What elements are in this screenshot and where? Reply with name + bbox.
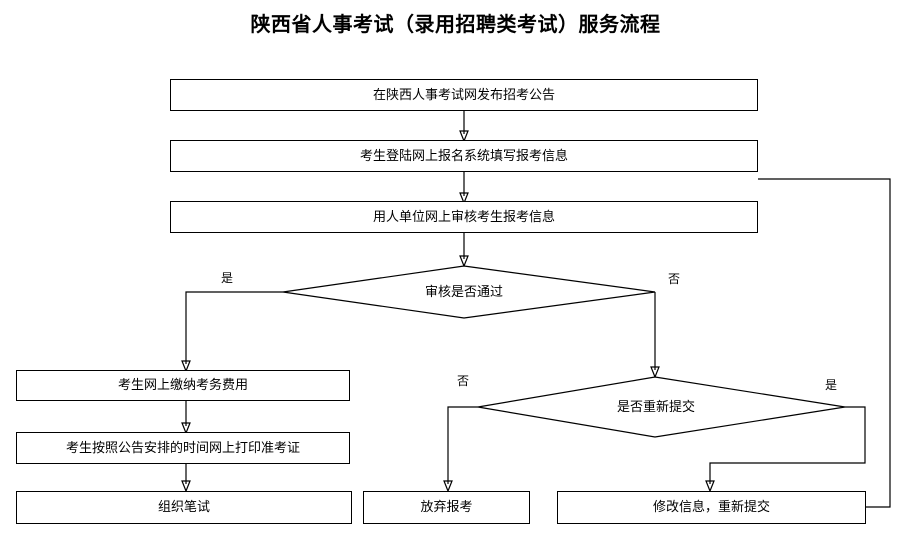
node-modify-resubmit[interactable]: 修改信息，重新提交 <box>557 491 866 524</box>
decision-review-passed-shape <box>282 265 656 319</box>
decision-resubmit-label: 是否重新提交 <box>616 399 695 415</box>
arrowhead-decision1-no <box>650 366 660 379</box>
edge-decision2-yes-to-modify <box>709 406 866 484</box>
arrowhead-print-to-exam <box>181 480 191 493</box>
node-modify-resubmit-label: 修改信息，重新提交 <box>652 500 770 515</box>
arrowhead-decision1-yes <box>181 360 191 373</box>
branch-label-resubmit-no: 否 <box>457 374 470 388</box>
arrowhead-payfee-to-print <box>181 422 191 435</box>
decision-resubmit-shape <box>477 376 846 438</box>
branch-label-review-yes: 是 <box>221 271 234 285</box>
arrowhead-decision2-yes <box>705 480 715 493</box>
node-pay-fee[interactable]: 考生网上缴纳考务费用 <box>16 370 350 401</box>
node-abandon-application[interactable]: 放弃报考 <box>363 491 530 524</box>
arrowhead-publish-to-fill <box>459 130 469 143</box>
branch-label-review-no: 否 <box>668 272 681 286</box>
node-print-admission-ticket[interactable]: 考生按照公告安排的时间网上打印准考证 <box>16 432 350 464</box>
page-title: 陕西省人事考试（录用招聘类考试）服务流程 <box>250 12 661 36</box>
node-organize-written-exam[interactable]: 组织笔试 <box>16 491 352 524</box>
node-abandon-application-label: 放弃报考 <box>420 500 473 515</box>
node-publish-announcement-label: 在陕西人事考试网发布招考公告 <box>372 87 555 103</box>
edge-decision2-no-to-abandon <box>447 406 478 484</box>
edge-decision1-yes-to-payfee <box>185 291 283 364</box>
arrowhead-fill-to-review <box>459 192 469 205</box>
arrowhead-decision2-no <box>443 480 453 493</box>
edge-modify-feedback-to-review <box>758 178 891 508</box>
node-employer-review[interactable]: 用人单位网上审核考生报考信息 <box>170 201 758 233</box>
node-employer-review-label: 用人单位网上审核考生报考信息 <box>372 209 555 225</box>
node-print-admission-ticket-label: 考生按照公告安排的时间网上打印准考证 <box>65 440 300 456</box>
branch-label-resubmit-yes: 是 <box>825 378 838 392</box>
node-fill-registration-label: 考生登陆网上报名系统填写报考信息 <box>359 148 568 164</box>
decision-review-passed-label: 审核是否通过 <box>424 284 503 300</box>
node-organize-written-exam-label: 组织笔试 <box>157 500 210 515</box>
node-publish-announcement[interactable]: 在陕西人事考试网发布招考公告 <box>170 79 758 111</box>
node-pay-fee-label: 考生网上缴纳考务费用 <box>117 378 248 393</box>
node-fill-registration[interactable]: 考生登陆网上报名系统填写报考信息 <box>170 140 758 172</box>
arrowhead-review-to-decision1 <box>459 255 469 268</box>
